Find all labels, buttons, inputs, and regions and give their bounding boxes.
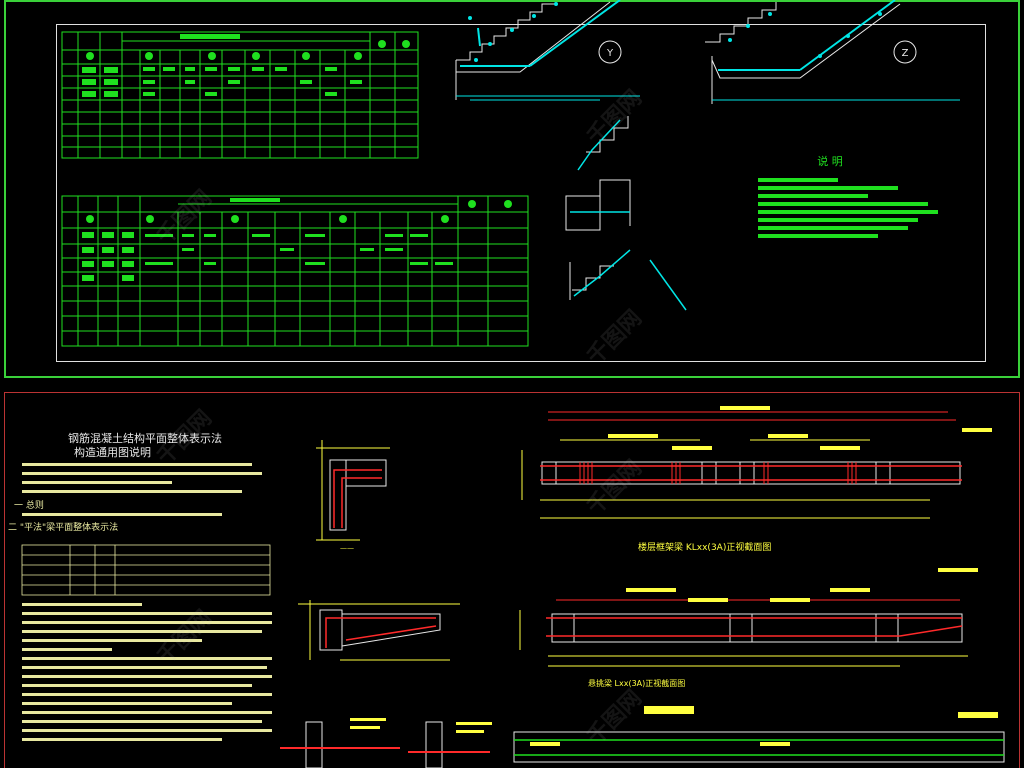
explanation-title: 说 明	[817, 154, 843, 168]
bottom-title-line-2: 构造通用图说明	[74, 446, 151, 459]
top-sheet-inner-border	[56, 24, 986, 362]
joint-detail-1	[329, 459, 387, 531]
stair-section-z-rebar	[718, 0, 896, 71]
bottom-title-line-1: 钢筋混凝土结构平面整体表示法	[68, 432, 222, 445]
stair-section-z	[705, 2, 960, 104]
cantilever-beam-elevation-2-dims	[519, 610, 968, 667]
cantilever-detail-rebar	[325, 617, 437, 648]
explanation-bars	[758, 178, 938, 238]
bottom-right-beam-rebar	[514, 739, 1004, 756]
joint-detail-1-rebar	[333, 469, 382, 528]
section-one-heading: 一 总则	[14, 501, 44, 511]
stair-z-dots	[728, 12, 882, 58]
frame-beam-elevation-1	[541, 461, 961, 485]
stair-section-y-rebar	[460, 0, 621, 67]
joint-detail-1-dim	[316, 440, 390, 541]
section-mark-y: Y	[606, 48, 614, 59]
section-mark-y-circle	[598, 40, 622, 64]
beam-caption-1: 楼层框架梁 KLxx(3A)正视截面图	[638, 543, 772, 553]
section-one-lines	[22, 510, 252, 519]
section-mark-z-circle	[893, 40, 917, 64]
section-mark-z: Z	[902, 48, 909, 59]
top-table-1-content	[82, 34, 410, 97]
cantilever-detail-dim	[298, 600, 460, 661]
top-table-1	[61, 31, 419, 159]
section-two-heading: 二 "平法"梁平面整体表示法	[8, 523, 119, 533]
frame-beam-elevation-1-labels	[608, 406, 992, 450]
stair-detail-middle	[565, 116, 631, 300]
joint-detail-bottom	[280, 721, 490, 768]
bottom-notes-block	[22, 460, 272, 496]
stair-y-dots	[468, 2, 558, 62]
stair-detail-middle-rebar	[570, 119, 687, 311]
joint-detail-1-caption: ——	[340, 544, 354, 552]
bottom-notes-table	[21, 544, 271, 596]
cantilever-beam-elevation-2	[551, 613, 963, 643]
top-table-2-content	[82, 198, 512, 281]
cantilever-beam-elevation-2-rebar	[546, 599, 963, 637]
frame-beam-elevation-1-dims	[521, 439, 930, 519]
beam-caption-2: 悬挑梁 Lxx(3A)正视截面图	[588, 679, 686, 688]
frame-beam-elevation-1-rebar	[540, 411, 962, 481]
top-drawing-sheet	[4, 0, 1020, 378]
joint-detail-bottom-notes	[350, 718, 492, 733]
cantilever-beam-elevation-2-labels	[626, 568, 978, 602]
bottom-right-beam-labels	[530, 706, 998, 746]
section-two-lines	[22, 600, 282, 744]
stair-section-y	[455, 1, 640, 101]
top-table-2	[61, 195, 529, 347]
frame-beam-elevation-1-ties	[579, 462, 857, 484]
cantilever-detail	[319, 609, 441, 651]
bottom-right-beam	[513, 731, 1005, 763]
bottom-drawing-sheet	[4, 392, 1020, 768]
